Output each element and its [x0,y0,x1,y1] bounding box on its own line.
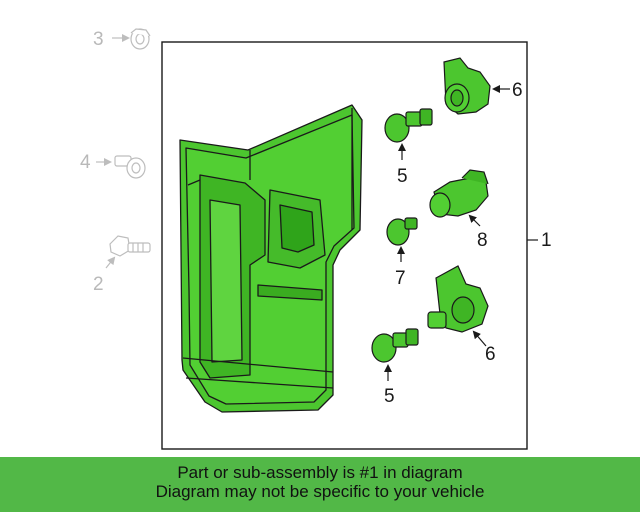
callout-2: 2 [93,274,104,295]
callout-4: 4 [80,152,91,173]
assembly-frame [161,41,528,450]
socket-mid [429,169,489,227]
callout-1: 1 [541,230,552,251]
screw-4 [96,155,146,179]
bulb-small [386,217,418,262]
callout-8: 8 [477,230,488,251]
bolt-2 [105,235,151,269]
callout-5-top: 5 [397,166,408,187]
callout-6-bottom: 6 [485,344,496,365]
socket-bottom [427,265,489,347]
callout-7: 7 [395,268,406,289]
banner-line-2: Diagram may not be specific to your vehi… [155,482,485,501]
socket-top [443,57,510,115]
callout-5-bottom: 5 [384,386,395,407]
callout-3: 3 [93,29,104,50]
banner-line-1: Part or sub-assembly is #1 in diagram [177,463,463,482]
bulb-top [384,108,433,160]
nut-3 [112,28,151,50]
info-banner: Part or sub-assembly is #1 in diagram Di… [0,457,640,512]
tail-lamp-housing [179,104,363,413]
bulb-bottom [371,328,419,381]
callout-6-top: 6 [512,80,523,101]
